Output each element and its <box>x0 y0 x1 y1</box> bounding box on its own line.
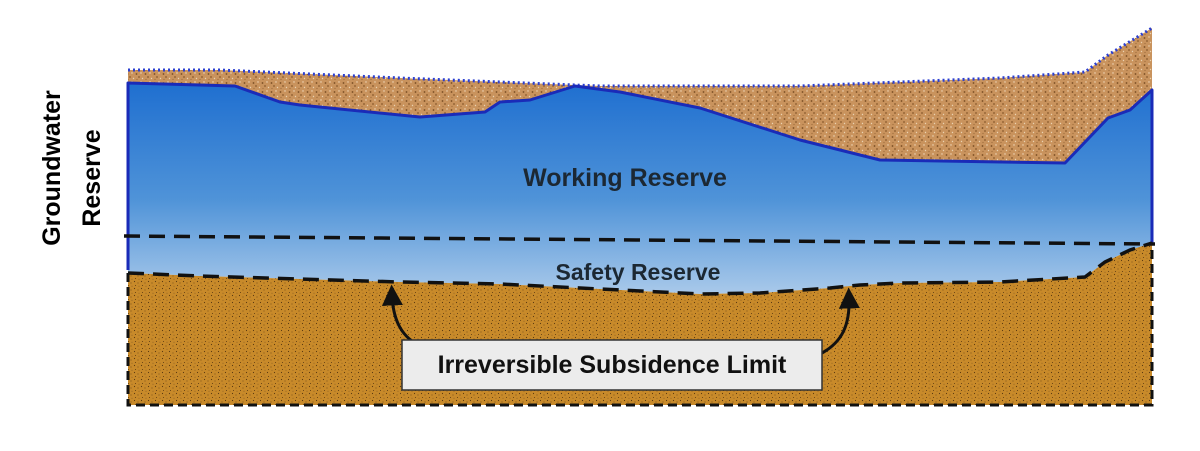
working-reserve-label: Working Reserve <box>523 164 727 192</box>
callout-arrow-right <box>821 287 860 355</box>
safety-reserve-label: Safety Reserve <box>556 259 721 285</box>
callout-box <box>401 339 823 391</box>
sediment-border <box>126 243 1154 407</box>
callout-label: Irreversible Subsidence Limit <box>438 351 787 379</box>
groundwater-reserve-label-line2: Reserve <box>78 129 106 226</box>
groundwater-reserve-label-line1: Groundwater <box>38 90 66 246</box>
water-body <box>128 83 1152 294</box>
aquifer-sediment <box>128 243 1152 405</box>
safety-reserve-boundary <box>123 234 1156 246</box>
ground-surface-line <box>128 26 1153 88</box>
water-table-line <box>126 81 1154 270</box>
